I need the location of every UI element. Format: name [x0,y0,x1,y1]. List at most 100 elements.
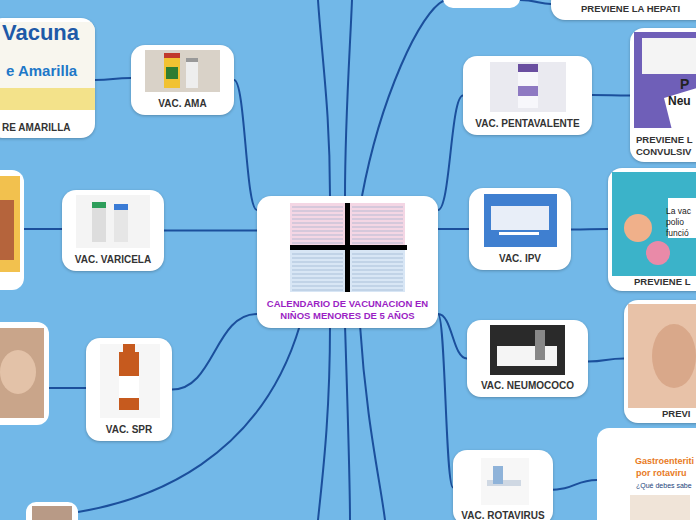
shape [548,480,597,490]
central-topic: CALENDARIO DE VACUNACION EN NIÑOS MENORE… [257,196,438,328]
shape [624,214,652,242]
shape [292,266,343,267]
shape [352,239,403,240]
picture [624,300,696,423]
branch-connector [172,314,257,390]
shape [0,176,20,272]
shape [352,227,403,228]
shape [490,62,566,112]
image-text: Gastroenteriti [635,456,694,466]
shape [652,324,696,388]
shape [0,88,95,110]
shape [362,0,445,196]
branch-label: VAC. VARICELA [75,254,151,266]
shape [292,290,343,291]
branch-label: VAC. AMA [158,98,206,110]
shape [520,0,551,4]
shape [345,203,350,292]
shape [119,376,139,398]
shape [518,70,538,108]
shape [518,86,538,96]
shape [164,56,180,88]
shape [490,325,565,375]
branch-box: VAC. PENTAVALENTE [463,56,592,135]
shape [499,232,539,235]
shape [597,428,696,520]
shape [664,82,696,138]
shape [360,325,385,520]
branch-connector [438,96,463,211]
shape [0,350,36,394]
shape [292,239,343,240]
branch-label: PREVIENE LA HEPATI [581,3,680,15]
shape [352,258,403,259]
branch-box: VAC. ROTAVIRUS [453,450,553,520]
shape [352,278,403,279]
shape [292,211,343,212]
shape [119,352,139,410]
shape [0,170,24,290]
shape [92,208,106,242]
shape [290,203,407,292]
branch-connector [571,228,608,231]
shape [318,325,330,520]
shape [290,250,345,292]
shape [497,346,557,366]
shape [32,506,72,520]
shape [164,53,180,58]
branch-box: VAC. VARICELA [62,190,164,271]
shape [352,215,403,216]
shape [0,22,95,110]
shape [292,262,343,263]
shape [612,172,696,276]
shape [26,502,78,520]
branch-box: PREVIENE LCONVULSIV [630,28,696,162]
shape [292,235,343,236]
branch-box: RE AMARILLA [0,18,95,138]
shape [292,274,343,275]
shape [318,0,330,196]
shape [78,325,300,512]
shape [352,254,403,255]
shape [0,200,14,260]
shape [0,328,44,418]
shape [292,286,343,287]
branch-connector [234,80,257,210]
shape [123,344,135,354]
shape [292,215,343,216]
shape [292,207,343,208]
shape [642,38,696,74]
shape [145,50,220,92]
shape [290,203,345,245]
shape [352,231,403,232]
shape [345,325,350,520]
shape [166,67,178,79]
shape [352,219,403,220]
shape [352,262,403,263]
picture [0,18,95,138]
branch-box: PREVI [624,300,696,423]
shape [292,219,343,220]
shape [630,495,690,520]
branch-connector [164,230,257,232]
shape [352,266,403,267]
shape [491,206,549,230]
branch-connector [438,228,469,230]
shape [350,250,405,292]
shape [49,387,86,389]
shape [114,210,128,242]
shape [292,231,343,232]
branch-label: VAC. PENTAVALENTE [475,118,579,130]
branch-connector [438,314,453,488]
shape [292,254,343,255]
branch-box: PREVIENE LA HEPATI [551,0,696,20]
branch-connector [588,359,624,362]
picture [453,450,553,520]
image-text: por rotaviru [636,468,687,478]
topic-title: CALENDARIO DE VACUNACION EN NIÑOS MENORE… [262,298,433,322]
shape [186,58,198,62]
branch-box: PREVIENE L [608,168,696,291]
shape [481,458,529,505]
shape [535,330,545,360]
